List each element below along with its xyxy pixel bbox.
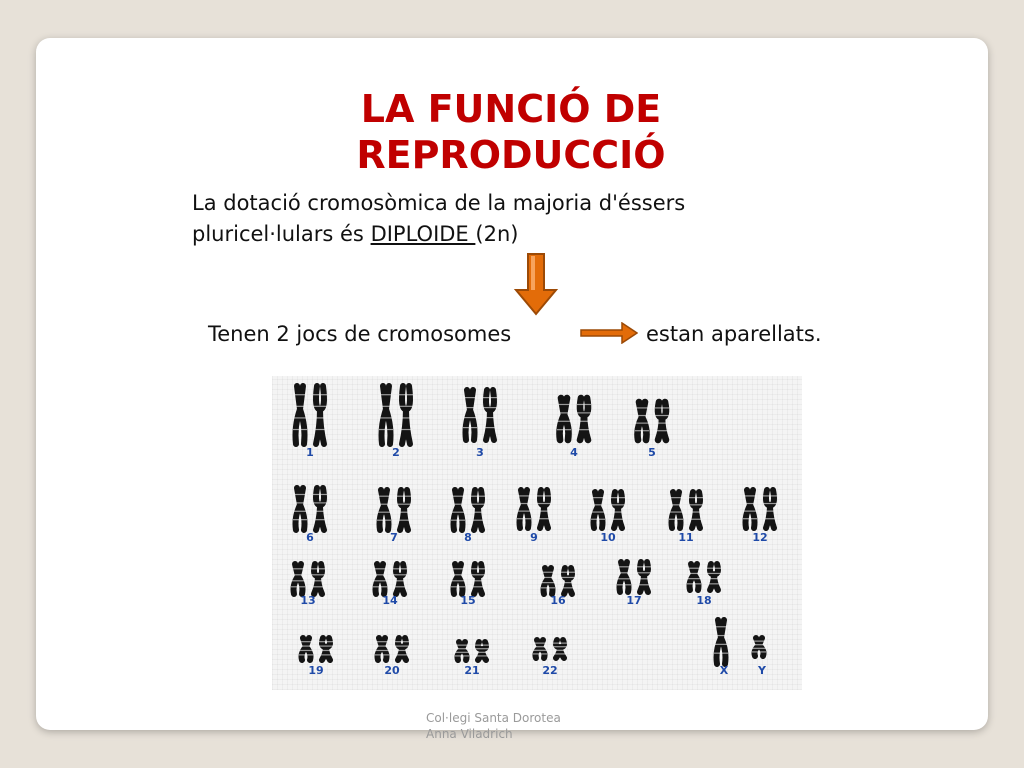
chromosome-label-18: 18	[696, 594, 711, 607]
chromosome-pair-11	[668, 489, 703, 531]
chromosome-pair-7	[376, 487, 411, 533]
diploid-term: DIPLOIDE	[370, 222, 476, 246]
footer-school: Col·legi Santa Dorotea	[426, 711, 561, 725]
chromosome-pair-6	[292, 485, 327, 533]
chromosome-pair-17	[616, 559, 651, 595]
slide-title: LA FUNCIÓ DE REPRODUCCIÓ	[36, 86, 986, 178]
chromosome-label-x: X	[720, 664, 729, 677]
footer-author: Anna Viladrich	[426, 727, 513, 741]
chromosome-label-1: 1	[306, 446, 314, 459]
intro-before: La dotació cromosòmica de la majoria d'é…	[192, 191, 686, 246]
title-line-1: LA FUNCIÓ DE	[360, 87, 662, 131]
intro-after: (2n)	[475, 222, 519, 246]
chromosome-label-3: 3	[476, 446, 484, 459]
chromosome-pair-12	[742, 487, 777, 531]
intro-text: La dotació cromosòmica de la majoria d'é…	[192, 188, 752, 250]
chromosome-pair-3	[462, 387, 497, 443]
chromosome-label-4: 4	[570, 446, 578, 459]
chromosome-pair-10	[590, 489, 625, 531]
chromosome-label-15: 15	[460, 594, 475, 607]
chromosome-label-10: 10	[600, 531, 616, 544]
chromosome-pair-4	[556, 394, 592, 444]
chromosome-label-9: 9	[530, 531, 538, 544]
pairs-text-left: Tenen 2 jocs de cromosomes	[208, 322, 512, 346]
pairs-text-right: estan aparellats.	[646, 322, 822, 346]
chromosome-pair-x	[713, 617, 729, 667]
chromosome-label-13: 13	[300, 594, 315, 607]
chromosome-pair-21	[454, 639, 489, 663]
right-arrow-icon	[580, 322, 638, 344]
chromosome-label-12: 12	[752, 531, 767, 544]
chromosome-label-11: 11	[678, 531, 693, 544]
chromosome-pair-8	[450, 487, 485, 533]
chromosome-pair-13	[290, 561, 325, 597]
chromosome-label-14: 14	[382, 594, 398, 607]
footer: Col·legi Santa Dorotea Anna Viladrich	[426, 710, 561, 742]
chromosome-label-17: 17	[626, 594, 641, 607]
chromosome-pair-15	[450, 561, 485, 597]
chromosome-label-7: 7	[390, 531, 398, 544]
chromosome-pair-18	[686, 561, 721, 593]
chromosome-pair-16	[540, 565, 575, 597]
chromosome-label-19: 19	[308, 664, 323, 677]
chromosome-label-6: 6	[306, 531, 314, 544]
chromosome-pair-20	[374, 635, 409, 663]
chromosome-pair-14	[372, 561, 407, 597]
chromosome-label-5: 5	[648, 446, 656, 459]
chromosome-pair-1	[292, 383, 327, 447]
chromosome-pair-9	[516, 487, 551, 531]
chromosome-pair-2	[378, 383, 413, 447]
title-line-2: REPRODUCCIÓ	[356, 133, 666, 177]
chromosome-label-16: 16	[550, 594, 566, 607]
chromosome-label-8: 8	[464, 531, 472, 544]
chromosome-pair-22	[532, 637, 567, 661]
chromosome-pair-y	[751, 635, 767, 659]
chromosome-label-2: 2	[392, 446, 400, 459]
chromosome-pair-5	[634, 398, 670, 444]
down-arrow-icon	[513, 253, 559, 316]
chromosome-label-21: 21	[464, 664, 479, 677]
chromosome-label-20: 20	[384, 664, 400, 677]
chromosome-pair-19	[298, 635, 333, 663]
chromosome-label-22: 22	[542, 664, 557, 677]
chromosome-label-y: Y	[757, 664, 767, 677]
